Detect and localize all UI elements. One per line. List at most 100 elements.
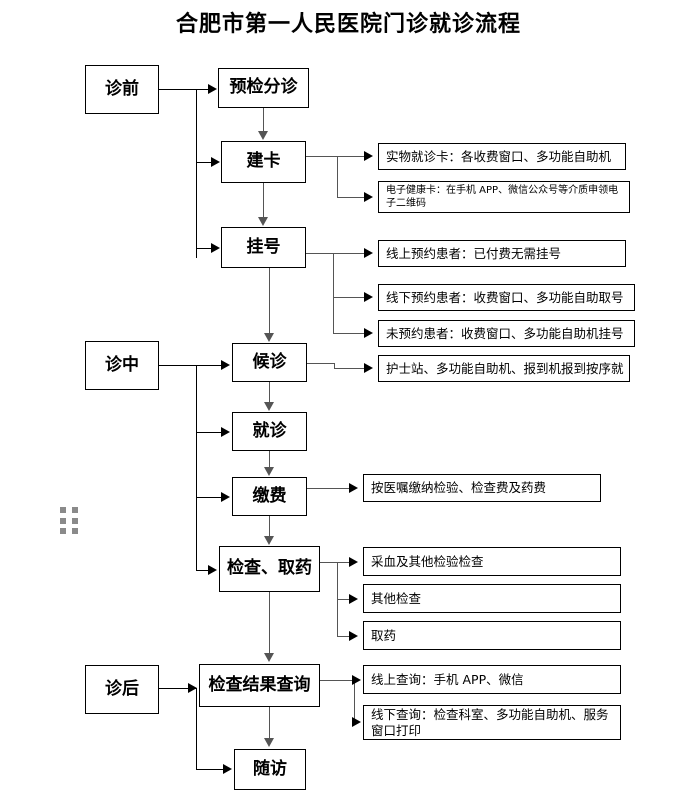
node-label-result: 检查结果查询 (208, 674, 311, 695)
connector-before-spine (196, 89, 197, 258)
arrow-register-to-offline (364, 292, 373, 302)
connector-after-trunk (159, 688, 197, 689)
connector-waiting-drop (334, 363, 335, 369)
stage-box-before[interactable]: 诊前 (85, 65, 159, 114)
connector-during-to-exam-med (196, 570, 209, 571)
arrow-payment-to-exam-med (264, 536, 274, 545)
leaf-box-offline-query[interactable]: 线下查询：检查科室、多功能自助机、服务窗口打印 (363, 705, 621, 740)
leaf-box-checkin[interactable]: 护士站、多功能自助机、报到机报到按序就 (378, 355, 630, 382)
connector-after-to-followup (196, 769, 224, 770)
arrow-exam-med-to-blood (349, 557, 358, 567)
handle-dot (60, 507, 66, 513)
leaf-box-other-exam[interactable]: 其他检查 (363, 584, 621, 613)
connector-register-to-offline (333, 297, 365, 298)
connector-before-to-create-card (196, 162, 212, 163)
arrow-during-to-payment (221, 492, 230, 502)
leaf-text-physical-card: 实物就诊卡：各收费窗口、多功能自助机 (386, 148, 612, 164)
node-label-triage: 预检分诊 (229, 77, 298, 98)
leaf-box-pay-fees[interactable]: 按医嘱缴纳检验、检查费及药费 (363, 474, 601, 502)
arrow-during-to-exam-med (208, 565, 217, 575)
connector-create-card-fan (337, 156, 338, 197)
leaf-box-physical-card[interactable]: 实物就诊卡：各收费窗口、多功能自助机 (378, 143, 626, 170)
node-box-register[interactable]: 挂号 (221, 227, 306, 268)
arrow-create-card-to-register (258, 217, 268, 226)
page-title: 合肥市第一人民医院门诊就诊流程 (175, 11, 521, 37)
connector-during-to-payment (196, 497, 222, 498)
node-label-consult: 就诊 (252, 420, 287, 441)
node-label-payment: 缴费 (252, 485, 287, 506)
leaf-box-ehealth-card[interactable]: 电子健康卡：在手机 APP、微信公众号等介质申领电子二维码 (378, 181, 630, 213)
connector-after-spine (196, 688, 197, 770)
node-label-followup: 随访 (253, 758, 287, 779)
node-box-payment[interactable]: 缴费 (232, 477, 307, 516)
leaf-text-offline-query: 线下查询：检查科室、多功能自助机、服务窗口打印 (371, 706, 609, 738)
arrow-after-to-result (188, 683, 197, 693)
arrow-payment-to-fees (349, 483, 358, 493)
arrow-create-card-to-ehealth (364, 192, 373, 202)
connector-payment-to-fees (307, 488, 350, 489)
handle-dot (71, 507, 78, 513)
stage-label-during: 诊中 (105, 354, 139, 375)
node-box-consult[interactable]: 就诊 (232, 412, 307, 451)
connector-before-to-register (196, 248, 212, 249)
leaf-box-get-med[interactable]: 取药 (363, 621, 621, 650)
connector-exam-med-to-blood (337, 562, 350, 563)
stage-box-after[interactable]: 诊后 (85, 665, 159, 714)
arrow-exam-med-to-result (264, 653, 274, 662)
connector-register-to-notbooked (333, 333, 365, 334)
arrow-register-to-online (364, 248, 373, 258)
connector-exam-med-out (320, 562, 338, 563)
node-label-register: 挂号 (246, 236, 281, 257)
arrow-register-to-notbooked (364, 328, 373, 338)
leaf-text-get-med: 取药 (371, 627, 397, 643)
arrow-result-to-online-query (352, 675, 361, 685)
node-box-waiting[interactable]: 候诊 (232, 343, 307, 382)
node-box-exam-med[interactable]: 检查、取药 (219, 546, 320, 592)
node-label-waiting: 候诊 (252, 351, 287, 372)
connector-before-trunk (159, 89, 197, 90)
arrow-triage-to-create-card (258, 131, 268, 140)
node-box-create-card[interactable]: 建卡 (221, 141, 306, 183)
leaf-text-ehealth-card: 电子健康卡：在手机 APP、微信公众号等介质申领电子二维码 (386, 185, 619, 209)
node-box-followup[interactable]: 随访 (234, 749, 306, 790)
leaf-box-blood-draw[interactable]: 采血及其他检验检查 (363, 547, 621, 576)
leaf-text-blood-draw: 采血及其他检验检查 (371, 553, 484, 569)
arrow-consult-to-payment (264, 467, 274, 476)
handle-dot (71, 528, 78, 535)
arrow-exam-med-to-other (349, 594, 358, 604)
drag-handle-icon[interactable] (60, 507, 79, 535)
connector-result-to-followup (269, 707, 270, 739)
connector-result-fan (354, 680, 355, 722)
node-label-exam-med: 检查、取药 (227, 558, 312, 579)
connector-exam-med-to-other (337, 599, 350, 600)
leaf-box-not-booked[interactable]: 未预约患者：收费窗口、多功能自助机挂号 (378, 320, 635, 347)
leaf-text-online-query: 线上查询：手机 APP、微信 (371, 671, 524, 687)
connector-before-to-triage (196, 89, 209, 90)
arrow-waiting-to-consult (264, 402, 274, 411)
arrow-result-to-offline-query (352, 717, 361, 727)
connector-create-card-out (306, 156, 338, 157)
handle-dot (60, 528, 66, 535)
connector-register-out (306, 253, 334, 254)
leaf-text-other-exam: 其他检查 (371, 590, 422, 606)
connector-during-to-consult (196, 432, 222, 433)
stage-box-during[interactable]: 诊中 (85, 341, 159, 390)
node-box-result[interactable]: 检查结果查询 (199, 664, 320, 707)
stage-label-before: 诊前 (105, 78, 139, 99)
connector-create-card-to-physical (337, 156, 365, 157)
leaf-box-online-query[interactable]: 线上查询：手机 APP、微信 (363, 665, 621, 694)
node-box-triage[interactable]: 预检分诊 (218, 68, 309, 108)
arrow-waiting-to-checkin (364, 363, 373, 373)
connector-register-to-online (333, 253, 365, 254)
arrow-create-card-to-physical (364, 151, 373, 161)
connector-register-to-waiting (269, 268, 270, 334)
connector-create-card-to-register (263, 183, 264, 218)
leaf-box-offline-booked[interactable]: 线下预约患者：收费窗口、多功能自助取号 (378, 284, 635, 311)
handle-dot (60, 517, 66, 524)
leaf-text-not-booked: 未预约患者：收费窗口、多功能自助机挂号 (386, 325, 624, 341)
connector-exam-med-to-result (269, 592, 270, 654)
leaf-box-online-booked[interactable]: 线上预约患者：已付费无需挂号 (378, 240, 626, 267)
arrow-after-to-followup (223, 764, 232, 774)
leaf-text-checkin: 护士站、多功能自助机、报到机报到按序就 (386, 360, 624, 376)
